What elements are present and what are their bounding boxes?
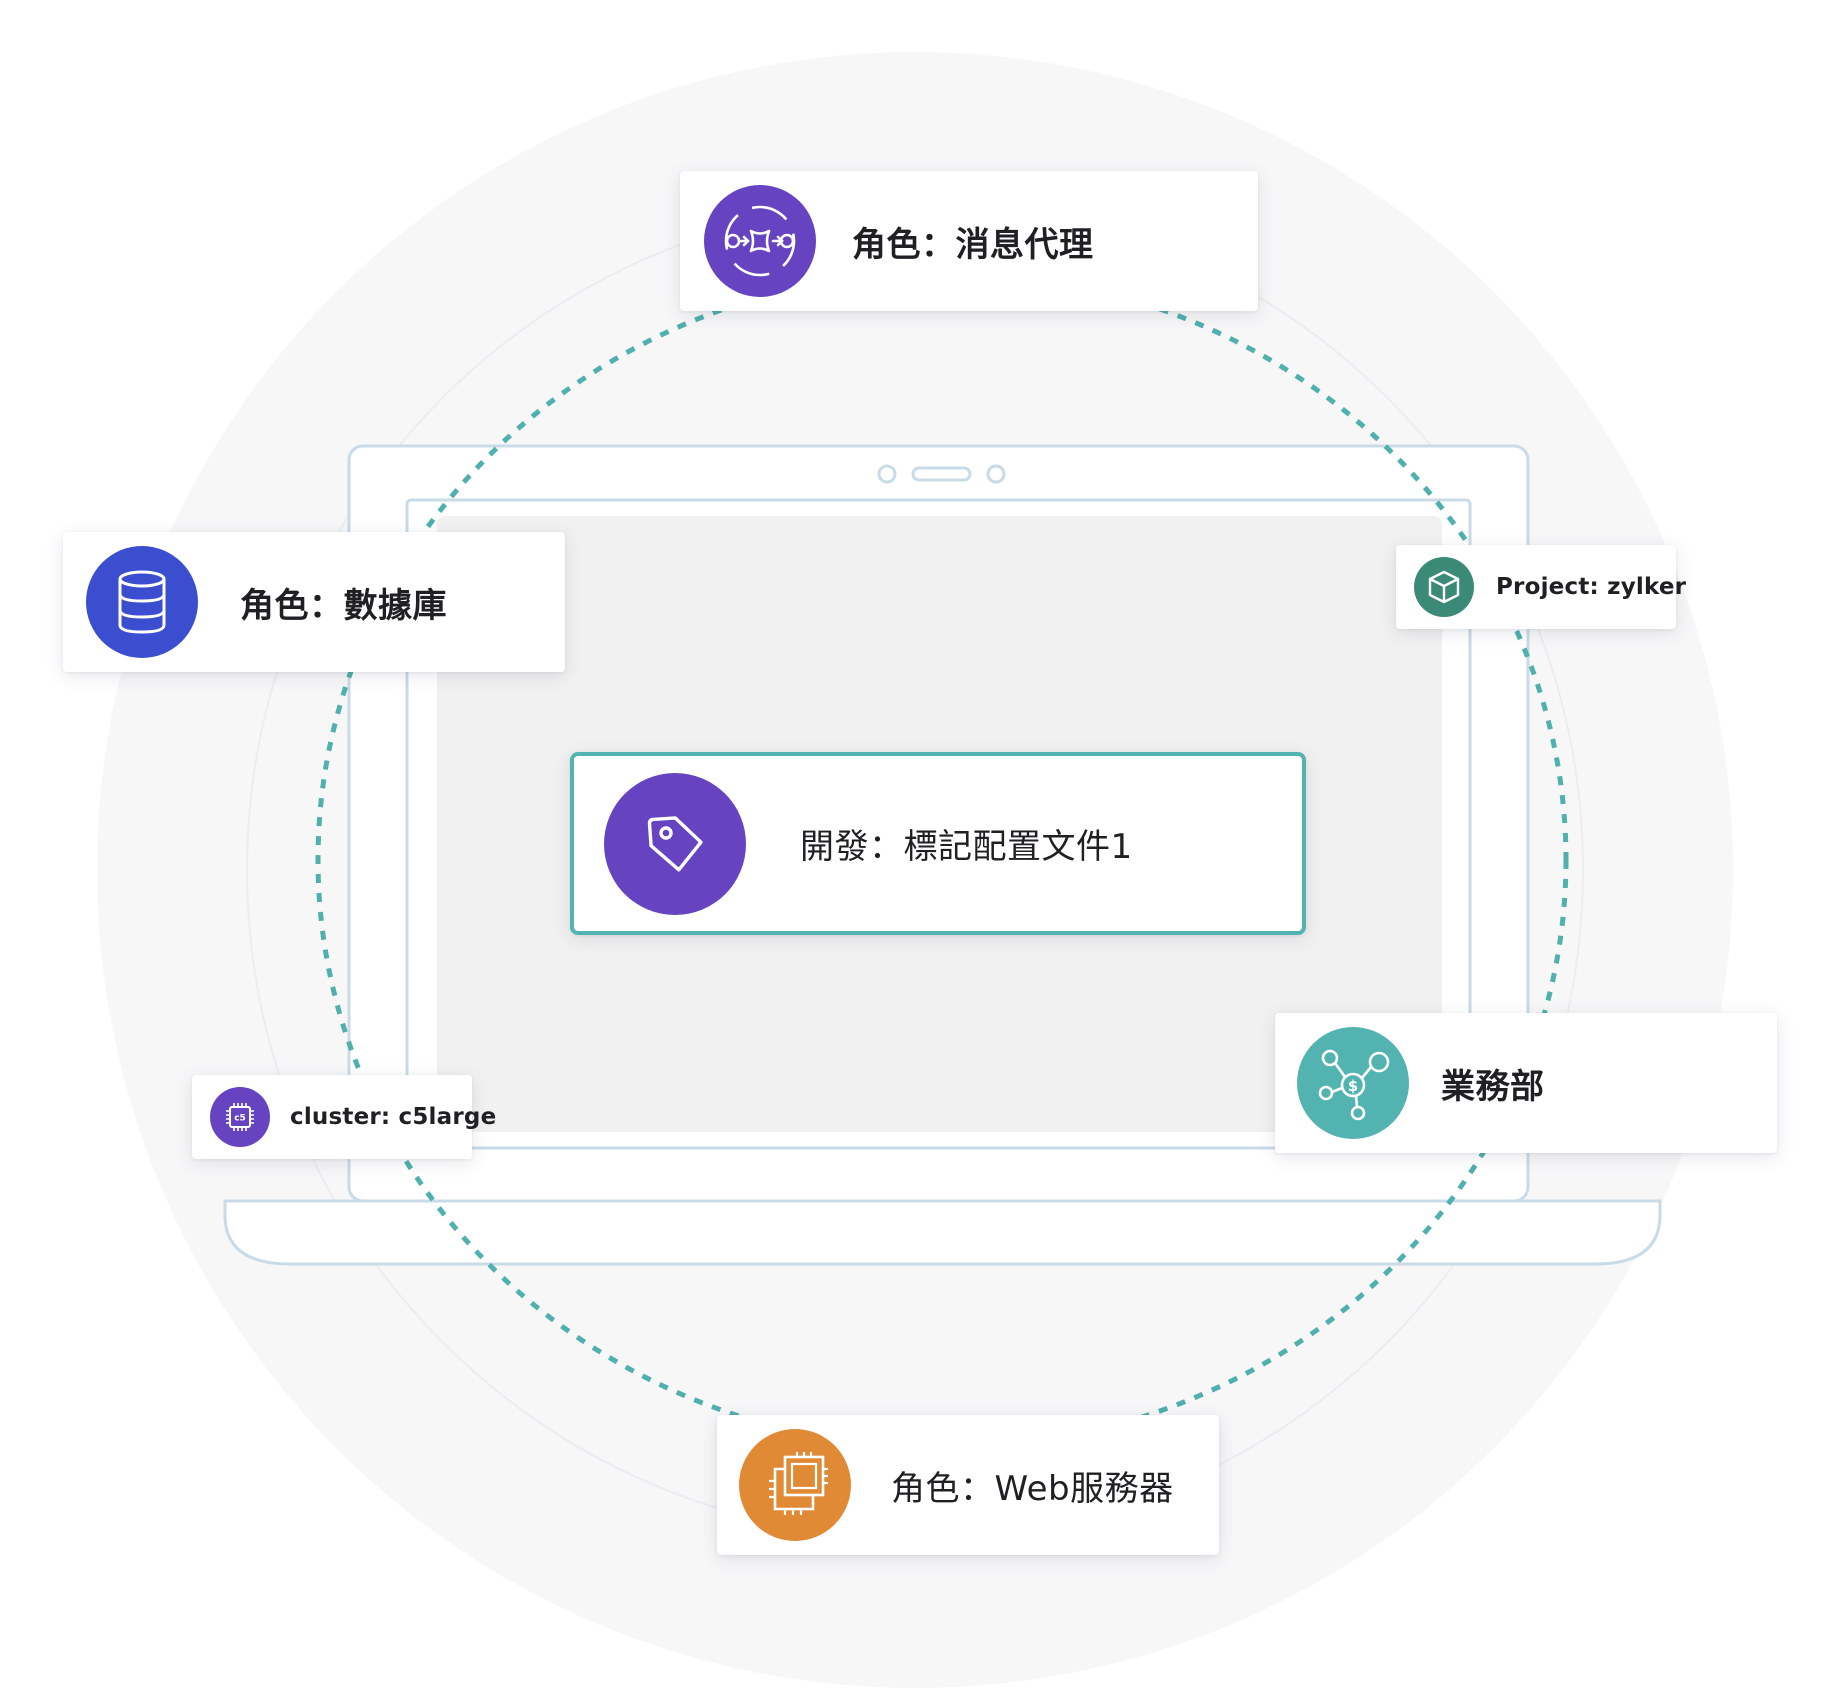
tag-label-database: 角色：數據庫 [240,585,447,626]
tag-label-business-unit: 業務部 [1441,1066,1545,1107]
central-tag-profile-card[interactable]: 開發：標記配置文件1 [570,752,1306,935]
tag-card-database[interactable]: 角色：數據庫 [63,532,565,672]
cpu-chip-text: c5 [234,1114,246,1124]
tag-card-message-broker[interactable]: 角色：消息代理 [680,171,1258,311]
database-icon [86,546,198,658]
tag-card-cluster[interactable]: c5 cluster: c5large [192,1075,496,1159]
laptop-base [223,1199,1662,1266]
server-instances-icon [739,1429,851,1541]
laptop-camera-left [877,464,897,484]
tag-label-cluster: cluster: c5large [290,1104,497,1130]
central-tag-label: 開發：標記配置文件1 [800,827,1133,867]
tag-card-project[interactable]: Project: zylker [1396,545,1686,629]
tag-icon [604,772,746,915]
cube-icon [1414,557,1474,617]
tag-label-message-broker: 角色：消息代理 [852,224,1094,265]
laptop-camera-right [986,464,1006,484]
svg-text:$: $ [1348,1077,1358,1095]
tag-card-web-server[interactable]: 角色：Web服務器 [717,1415,1219,1555]
laptop-camera-slot [911,466,972,482]
tag-label-project: Project: zylker [1496,574,1687,600]
business-network-icon: $ [1297,1027,1409,1139]
tag-label-web-server: 角色：Web服務器 [891,1468,1174,1509]
cpu-chip-icon: c5 [210,1087,270,1147]
tag-card-business-unit[interactable]: $ 業務部 [1275,1013,1777,1153]
message-broker-icon [704,185,816,297]
